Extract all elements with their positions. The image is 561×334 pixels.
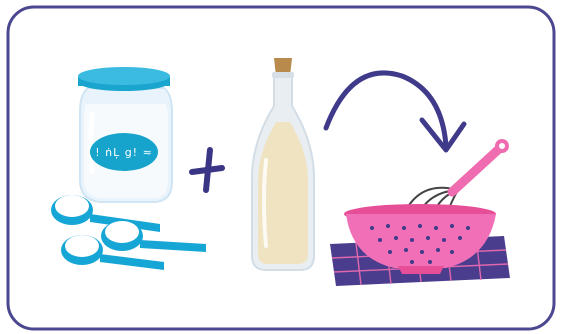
jar-label-text: ! ṅĻ g! ≈ bbox=[95, 146, 153, 159]
baking-soda-jar-icon: ! ṅĻ g! ≈ bbox=[78, 67, 172, 202]
